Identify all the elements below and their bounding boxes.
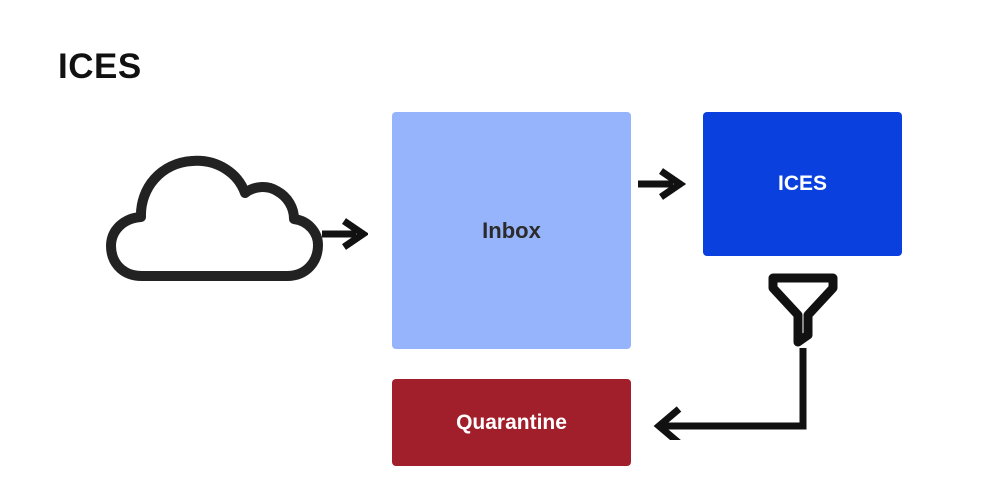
node-inbox[interactable]: Inbox: [392, 112, 631, 349]
arrow-cloud-to-inbox-icon: [320, 214, 368, 254]
node-inbox-label: Inbox: [482, 217, 541, 243]
node-quarantine[interactable]: Quarantine: [392, 379, 631, 466]
funnel-filter-icon: [766, 271, 840, 347]
elbow-arrow-filter-to-quarantine-icon: [648, 344, 818, 446]
node-quarantine-label: Quarantine: [456, 410, 567, 434]
page-title: ICES: [58, 47, 142, 86]
node-ices[interactable]: ICES: [703, 112, 902, 256]
cloud-icon: [104, 148, 324, 283]
node-ices-label: ICES: [777, 172, 827, 195]
arrow-inbox-to-ices-icon: [636, 164, 686, 204]
